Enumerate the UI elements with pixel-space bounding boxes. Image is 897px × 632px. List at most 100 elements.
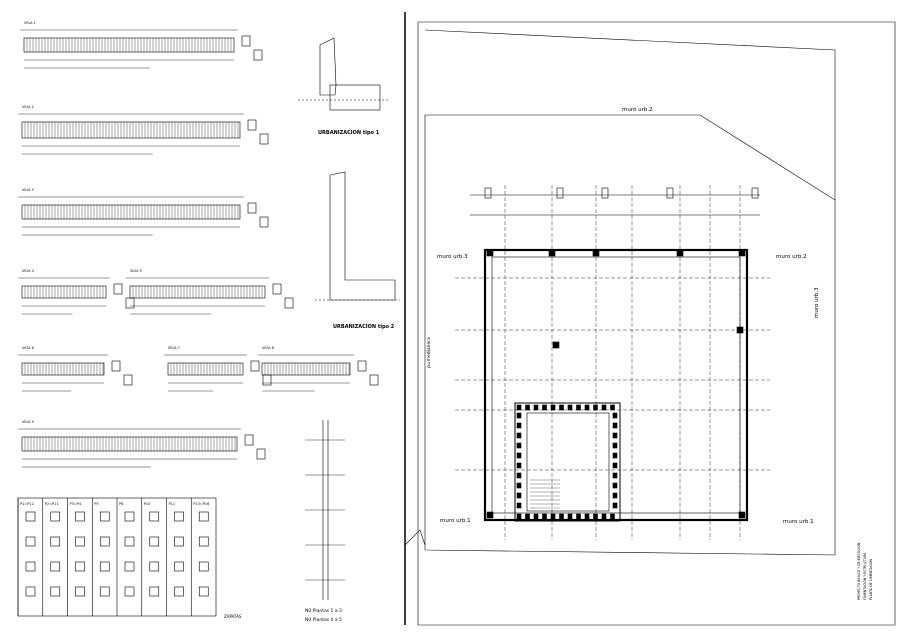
column-footing	[601, 187, 609, 199]
schedule-header: P5	[94, 502, 98, 506]
core-block	[593, 513, 598, 520]
footing-symbol	[149, 511, 160, 522]
core-block	[612, 412, 618, 419]
core-block	[550, 404, 556, 411]
detail1-title: URBANIZACION tipo 1	[318, 130, 380, 136]
core-block	[612, 472, 618, 479]
schedule-header: P6	[119, 502, 123, 506]
footing-outline	[329, 84, 381, 111]
footing-symbol	[149, 536, 160, 547]
core-block	[516, 442, 522, 449]
core-block	[516, 502, 522, 509]
core-block	[516, 404, 522, 411]
wall-outline	[329, 171, 396, 301]
footing-symbol	[25, 561, 36, 572]
beam-outline	[129, 285, 266, 299]
stamp-line-1: PROYECTO BASICO Y DE EJECUCION	[857, 542, 861, 600]
core-block	[612, 482, 618, 489]
beam-label: VIGA 2	[22, 105, 34, 109]
footing-symbol	[124, 536, 135, 547]
core-block	[525, 513, 530, 520]
beam-elevation: VIGA 9	[18, 420, 266, 468]
core-block	[576, 404, 581, 411]
core-block	[516, 452, 522, 459]
beam-section	[357, 360, 367, 372]
core-block	[516, 432, 522, 439]
beam-outline	[21, 121, 241, 139]
beam-label: VIGA 6	[22, 346, 34, 350]
core-block	[542, 513, 547, 520]
wall-detail-2	[315, 171, 400, 301]
core-block	[516, 482, 522, 489]
beam-elevation: VIGA 3	[18, 188, 269, 236]
core-block	[612, 442, 618, 449]
footing-symbol	[75, 511, 85, 522]
core-block	[576, 513, 581, 520]
site-boundary	[424, 115, 836, 556]
title-stamp: PROYECTO BASICO Y DE EJECUCION CIMENTACI…	[857, 542, 873, 600]
left-panel-details: VIGA 1 VIGA 2 VIGA 3 VIGA 4 VIGA 5 VIGA 6 VIGA…	[17, 21, 400, 617]
beam-section	[241, 35, 251, 47]
column-footing	[751, 187, 759, 199]
core-block	[612, 462, 618, 469]
beam-elevation: VIGA 2	[18, 105, 269, 155]
footing-symbol	[198, 561, 209, 572]
schedule-header: P2=P11	[45, 502, 59, 506]
footing-symbol	[75, 561, 85, 572]
beam-elevation: VIGA 7	[164, 346, 272, 392]
core-block	[542, 404, 547, 411]
foundation-wall	[483, 248, 749, 522]
footing-symbol	[99, 511, 110, 522]
beam-label: VIGA 8	[262, 346, 274, 350]
label-muro-left-top: muro urb.3	[437, 254, 468, 260]
footing-symbol	[174, 586, 184, 597]
footing-symbol	[50, 511, 61, 522]
stamp-line-2: CIMENTACION Y ESTRUCTURA	[863, 552, 867, 600]
footing-symbol	[174, 511, 184, 522]
core-block	[567, 513, 573, 520]
core-block	[612, 432, 618, 439]
beam-section	[262, 374, 272, 386]
core-inner	[526, 412, 610, 512]
beam-elevation: VIGA 4	[18, 269, 135, 315]
footing-symbol	[149, 561, 160, 572]
core-block	[612, 502, 618, 509]
beam-elevation: VIGA 5	[126, 269, 294, 315]
core-block	[584, 404, 590, 411]
north-arrow	[404, 529, 426, 546]
beam-elevation: VIGA 1	[20, 21, 263, 69]
beam-label: VIGA 4	[22, 269, 35, 273]
stair-core	[514, 402, 621, 522]
sheet-border	[417, 21, 896, 626]
beam-section	[125, 297, 135, 309]
schedule-header: P13=P16	[193, 502, 209, 506]
schedule-header: P10	[144, 502, 151, 506]
core-block	[516, 513, 522, 520]
label-muro-top: muro urb.2	[622, 107, 653, 113]
beam-outline	[167, 362, 244, 376]
footing-symbol	[174, 536, 184, 547]
footing-symbol	[124, 511, 135, 522]
beam-label: VIGA 3	[22, 188, 34, 192]
wall-outline	[319, 37, 337, 96]
beam-label: VIGA 7	[168, 346, 180, 350]
column-marker	[736, 326, 744, 334]
core-block	[612, 422, 618, 429]
stamp-line-3: PLANTA DE CIMENTACION	[869, 558, 873, 600]
column-elevation	[305, 420, 345, 600]
beam-label: VIGA 1	[24, 21, 36, 25]
beam-section	[113, 283, 123, 295]
core-block	[584, 513, 590, 520]
beam-section	[272, 283, 282, 295]
label-muro-right-top: muro urb.2	[776, 254, 807, 260]
beam-section	[123, 374, 133, 386]
core-block	[516, 492, 522, 499]
core-block	[612, 452, 618, 459]
footing-symbol	[25, 511, 36, 522]
schedule-header: P11	[169, 502, 176, 506]
site-boundary	[424, 29, 836, 201]
core-block	[612, 492, 618, 499]
core-block	[533, 513, 539, 520]
footing-caption: ZAPATAS	[224, 614, 242, 619]
core-block	[610, 513, 615, 520]
